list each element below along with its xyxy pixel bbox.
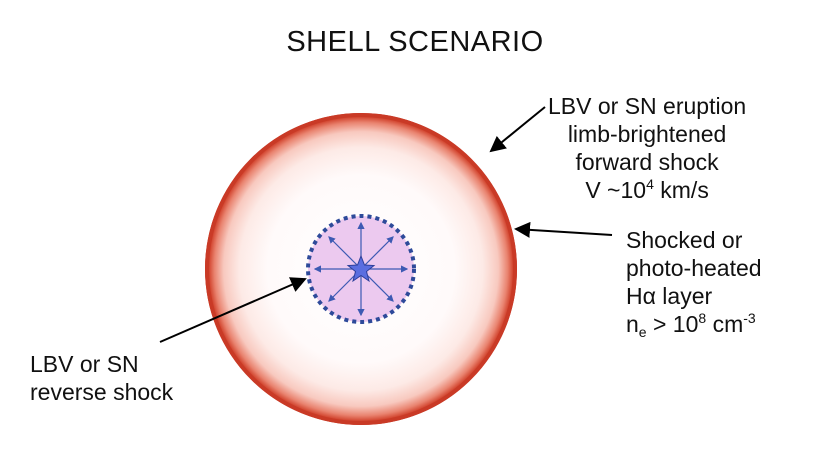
density-exponent: 8 [698, 310, 707, 326]
label-reverse-line2: reverse shock [30, 379, 174, 405]
layer-greek-alpha: α [642, 283, 656, 309]
label-layer-line1: Shocked or [626, 227, 743, 253]
pointer-arrow-reverse [159, 277, 307, 343]
label-reverse: LBV or SN reverse shock [30, 350, 173, 406]
layer-prefix: H [626, 283, 643, 309]
velocity-exponent: 4 [646, 176, 654, 192]
density-unit-exponent: -3 [743, 310, 756, 326]
label-layer-line2: photo-heated [626, 255, 762, 281]
radial-arrows [313, 221, 409, 317]
label-layer: Shocked or photo-heated Hα layer ne > 10… [626, 226, 762, 340]
label-eruption-line3: forward shock [575, 149, 719, 175]
density-n: n [626, 311, 639, 337]
layer-suffix: layer [655, 283, 713, 309]
velocity-prefix: V ~10 [585, 177, 647, 203]
label-reverse-line1: LBV or SN [30, 351, 139, 377]
diagram-title: SHELL SCENARIO [286, 26, 544, 58]
label-layer-density: ne > 108 cm-3 [626, 310, 762, 340]
label-layer-line3: Hα layer [626, 282, 762, 310]
label-eruption-line1: LBV or SN eruption [548, 93, 747, 119]
density-mid: > 10 [646, 311, 699, 337]
density-subscript: e [638, 324, 647, 340]
pointer-arrow-layer [514, 221, 613, 238]
label-eruption: LBV or SN eruption limb-brightened forwa… [548, 92, 746, 204]
star-icon [346, 254, 376, 283]
outer-shell-rim [205, 113, 517, 425]
label-eruption-line2: limb-brightened [567, 121, 727, 147]
pointer-arrow-eruption [489, 106, 546, 153]
velocity-unit: km/s [653, 177, 709, 203]
density-unit: cm [706, 311, 744, 337]
label-eruption-velocity: V ~104 km/s [548, 176, 746, 204]
